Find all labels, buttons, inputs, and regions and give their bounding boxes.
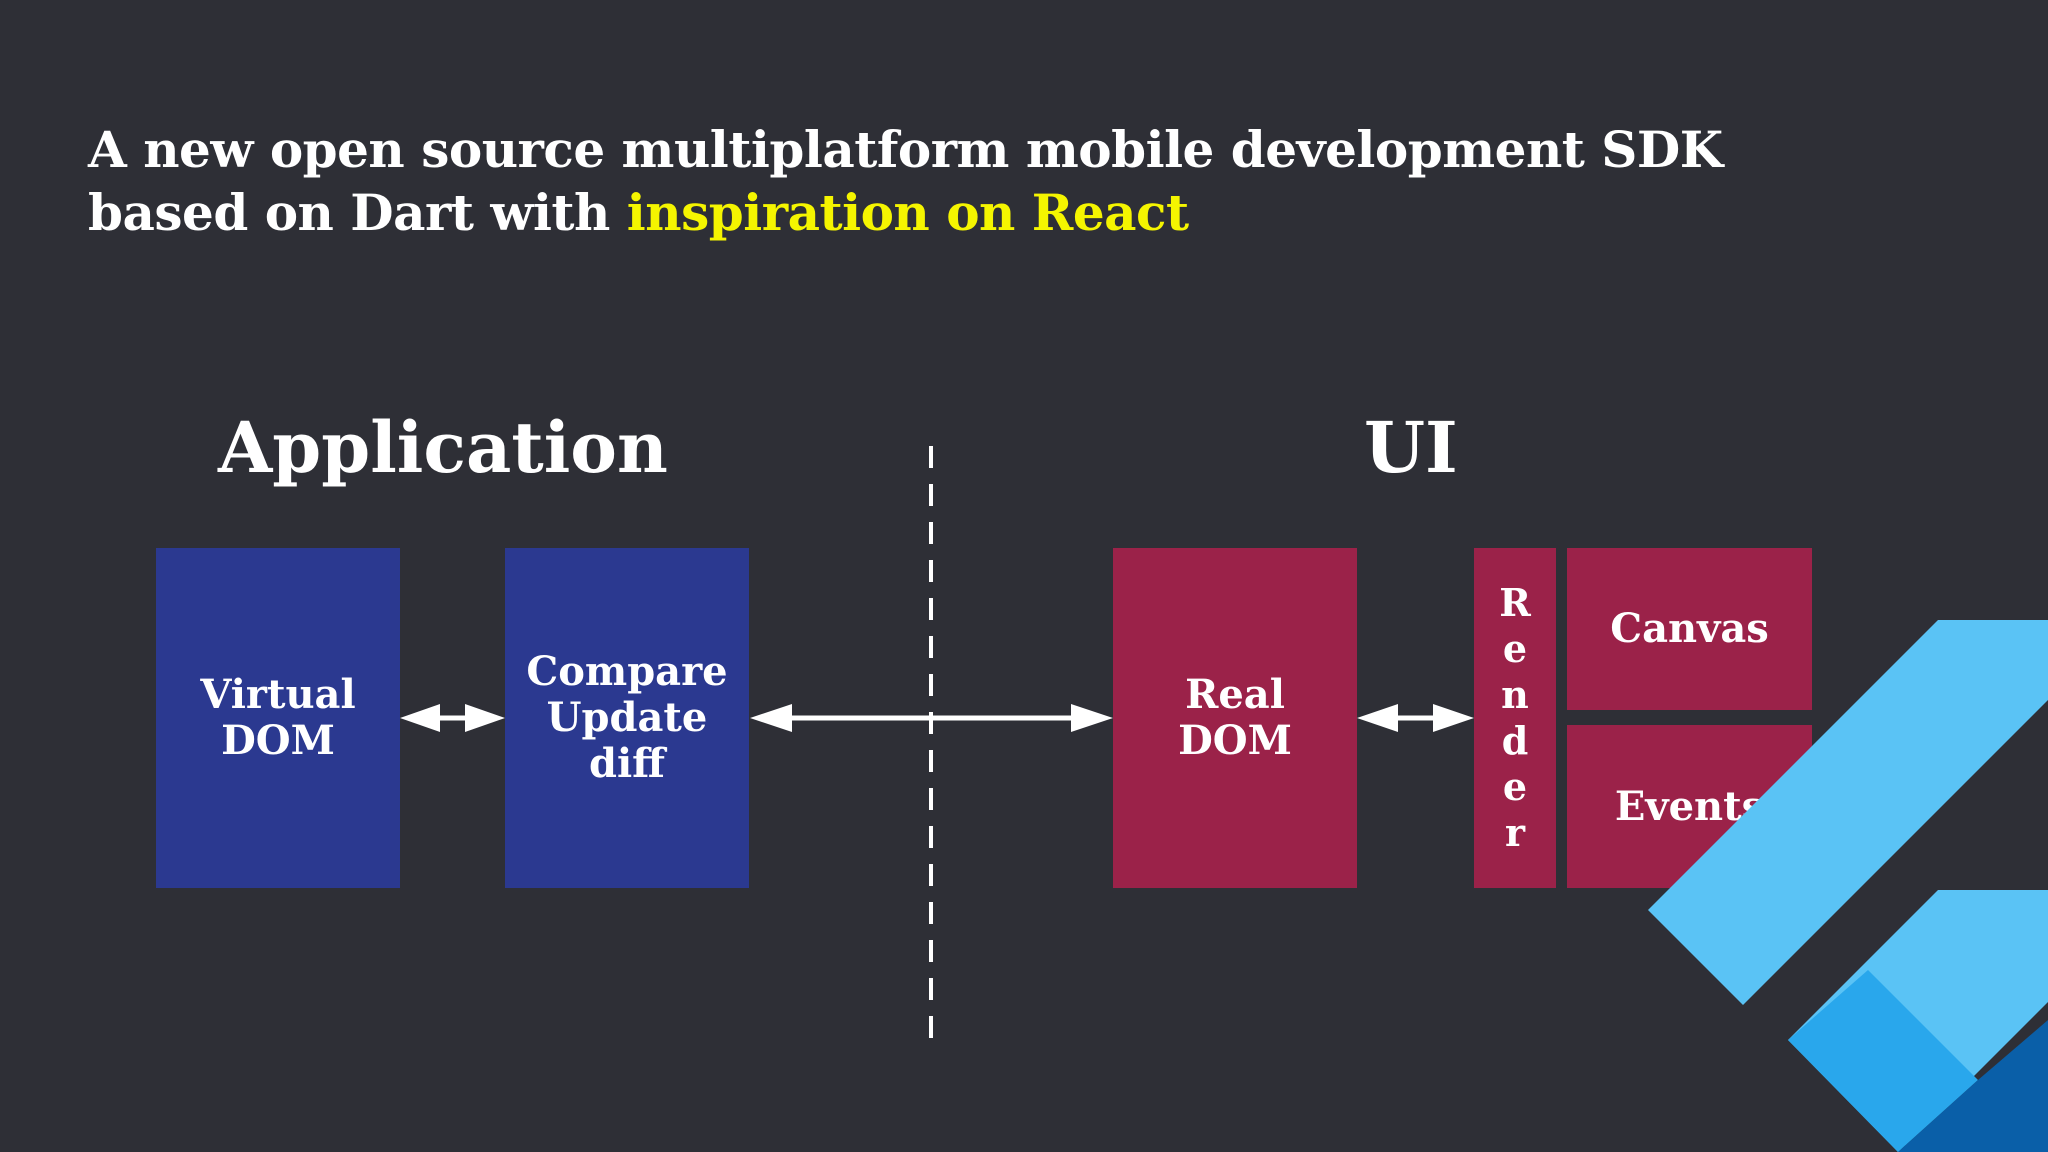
canvas-box: Canvas — [1567, 548, 1812, 710]
headline-line-2-prefix: based on Dart with — [88, 183, 627, 242]
slide-headline: A new open source multiplatform mobile d… — [88, 118, 1988, 244]
render-box: Render — [1474, 548, 1556, 888]
real-render-arrow-icon — [1357, 704, 1474, 732]
compare-update-diff-box: Compare Update diff — [505, 548, 749, 888]
virtual-compare-arrow-icon — [400, 704, 505, 732]
compare-real-arrow-icon — [750, 704, 1113, 732]
headline-highlight: inspiration on React — [626, 183, 1189, 242]
section-title-ui: UI — [1364, 406, 1458, 489]
real-dom-box: Real DOM — [1113, 548, 1357, 888]
flutter-logo-upper-bar — [1648, 620, 2048, 1005]
flutter-logo-icon — [1648, 620, 2048, 1152]
flutter-logo-lower-mid — [1788, 970, 1978, 1152]
section-title-application: Application — [218, 406, 668, 489]
headline-line-2: based on Dart with inspiration on React — [88, 181, 1988, 244]
headline-line-1: A new open source multiplatform mobile d… — [88, 120, 1723, 179]
flutter-logo-shadow — [1898, 1020, 2048, 1152]
virtual-dom-box: Virtual DOM — [156, 548, 400, 888]
